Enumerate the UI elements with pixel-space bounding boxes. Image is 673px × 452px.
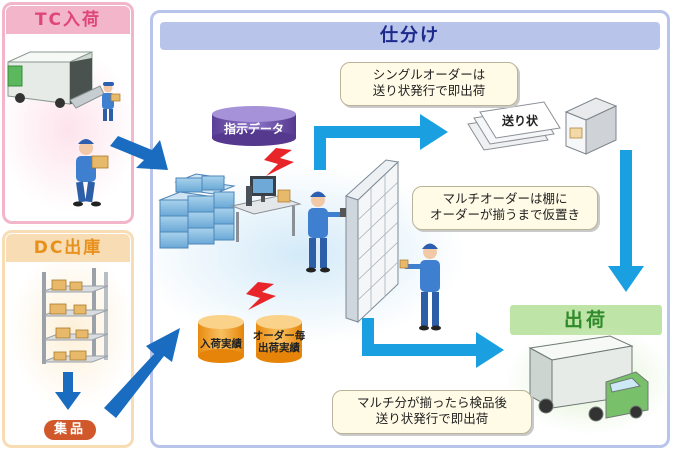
- invoice-label: 送り状: [501, 114, 538, 128]
- invoice-paper-stack-icon: [467, 101, 561, 151]
- single-order-bubble: シングルオーダーは 送り状発行で即出荷: [340, 62, 518, 106]
- order-record-label-line2: 出荷実績: [258, 342, 300, 354]
- multi-order-bubble: マルチオーダーは棚に オーダーが揃うまで仮置き: [412, 186, 598, 230]
- scanner-worker-icon: [306, 191, 346, 273]
- order-record-label: オーダー毎 出荷実績: [250, 330, 308, 354]
- order-record-db-icon: [256, 315, 302, 363]
- multi-order-flow-arrow: [362, 318, 504, 368]
- multi-order-bubble-line2: オーダーが揃うまで仮置き: [429, 207, 580, 222]
- dc-shelf-icon: [41, 268, 109, 364]
- dc-section-title: DC出庫: [6, 234, 130, 262]
- printer-to-ship-arrow: [608, 150, 644, 292]
- tc-worker-small-icon: [102, 82, 121, 121]
- order-record-label-line1: オーダー毎: [252, 330, 306, 342]
- tc-worker-large-icon: [73, 139, 109, 207]
- tc-truck-icon: [7, 51, 105, 109]
- multi-complete-bubble: マルチ分が揃ったら検品後 送り状発行で即出荷: [332, 390, 532, 434]
- collect-badge: 集品: [44, 420, 96, 440]
- multi-complete-bubble-line1: マルチ分が揃ったら検品後: [356, 395, 507, 410]
- label-printer-icon: [564, 97, 618, 155]
- sorting-rack-icon: [345, 159, 400, 324]
- lightning-icon-top: [264, 148, 294, 176]
- multi-complete-bubble-line2: 送り状発行で即出荷: [375, 411, 489, 426]
- shipping-truck-icon: [528, 335, 649, 422]
- sort-section-title: 仕分け: [160, 22, 660, 50]
- lightning-icon-bottom: [246, 282, 276, 310]
- workstation-pc-icon: [230, 176, 302, 242]
- instruction-data-label: 指示データ: [223, 122, 284, 136]
- multi-order-bubble-line1: マルチオーダーは棚に: [442, 191, 568, 206]
- dc-glow: [10, 250, 134, 410]
- single-order-bubble-line2: 送り状発行で即出荷: [372, 83, 486, 98]
- receipt-record-db-icon: [198, 315, 244, 363]
- receipt-record-label: 入荷実績: [200, 338, 242, 350]
- shelf-worker-icon: [399, 243, 441, 331]
- single-order-flow-arrow: [314, 114, 448, 170]
- instruction-data-db-icon: [212, 106, 296, 146]
- dc-to-sort-arrow: [104, 328, 180, 418]
- tc-section-title: TC入荷: [6, 6, 130, 34]
- single-order-bubble-line1: シングルオーダーは: [372, 67, 486, 82]
- tc-to-sort-arrow: [110, 136, 168, 170]
- boxes-stack-icon: [158, 173, 236, 249]
- dc-down-arrow: [55, 372, 81, 410]
